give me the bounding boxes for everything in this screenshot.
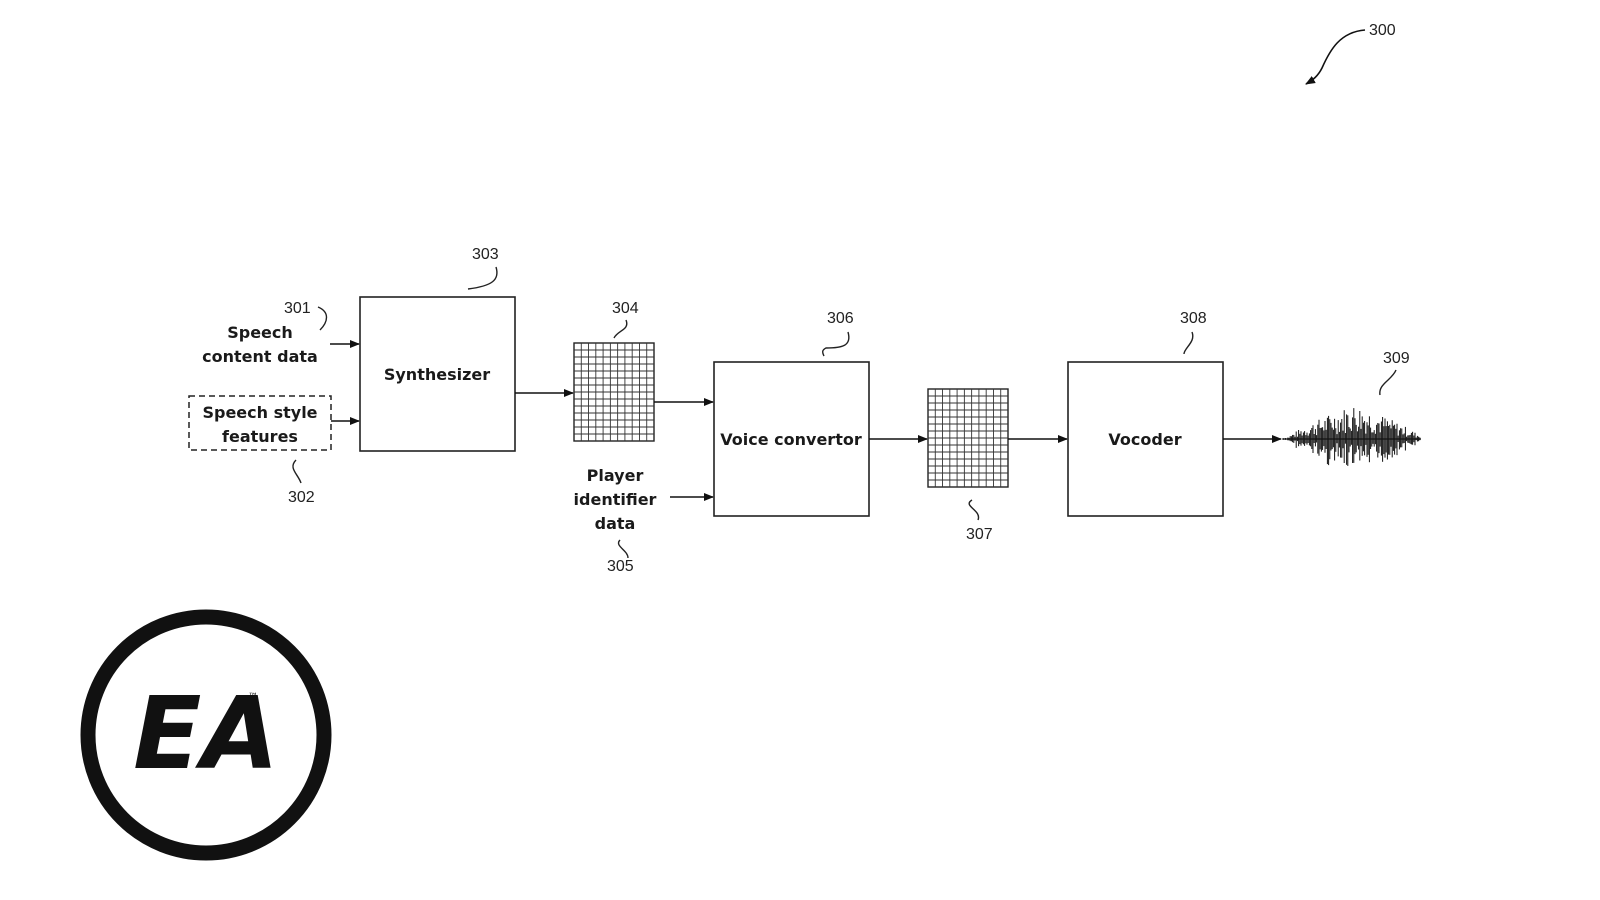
ea-logo-ring xyxy=(80,609,332,861)
spectrogram-grid-307 xyxy=(927,388,1009,488)
ea-logo: EA ™ xyxy=(80,609,332,861)
ref-304-leader xyxy=(613,319,628,339)
ref-301: 301 xyxy=(284,300,311,317)
player-identifier-label-line2: identifier xyxy=(574,490,657,509)
ref-302-leader xyxy=(292,459,302,484)
synthesizer-label: Synthesizer xyxy=(384,365,490,384)
voice-convertor-block xyxy=(713,361,870,517)
speech-style-label-line1: Speech style xyxy=(202,403,317,422)
figure-ref-arrow xyxy=(1305,29,1366,85)
figure-ref-300: 300 xyxy=(1369,22,1396,39)
ref-304: 304 xyxy=(612,300,639,317)
ref-302: 302 xyxy=(288,489,315,506)
speech-content-label-line1: Speech xyxy=(227,323,293,342)
ref-308-leader xyxy=(1183,331,1194,355)
ea-logo-trademark: ™ xyxy=(248,692,258,703)
player-identifier-label-line1: Player xyxy=(587,466,644,485)
ref-301-leader xyxy=(317,306,328,331)
player-identifier-label-line3: data xyxy=(595,514,636,533)
ref-306: 306 xyxy=(827,310,854,327)
spectrogram-grid-304 xyxy=(573,342,655,442)
audio-waveform-icon xyxy=(1282,408,1421,466)
vocoder-block xyxy=(1067,361,1224,517)
speech-content-label-line2: content data xyxy=(202,347,318,366)
ref-305-leader xyxy=(617,539,629,559)
ref-303-leader xyxy=(467,266,498,290)
ref-306-leader xyxy=(822,331,850,357)
speech-style-box xyxy=(188,395,332,451)
ref-303: 303 xyxy=(472,246,499,263)
vocoder-label: Vocoder xyxy=(1108,430,1181,449)
voice-convertor-label: Voice convertor xyxy=(720,430,862,449)
ea-logo-text: EA xyxy=(133,675,279,792)
ref-309-leader xyxy=(1379,369,1397,396)
ref-307: 307 xyxy=(966,526,993,543)
ref-307-leader xyxy=(968,499,980,521)
speech-style-label-line2: features xyxy=(222,427,298,446)
ref-309: 309 xyxy=(1383,350,1410,367)
synthesizer-block xyxy=(359,296,516,452)
ref-308: 308 xyxy=(1180,310,1207,327)
ref-305: 305 xyxy=(607,558,634,575)
